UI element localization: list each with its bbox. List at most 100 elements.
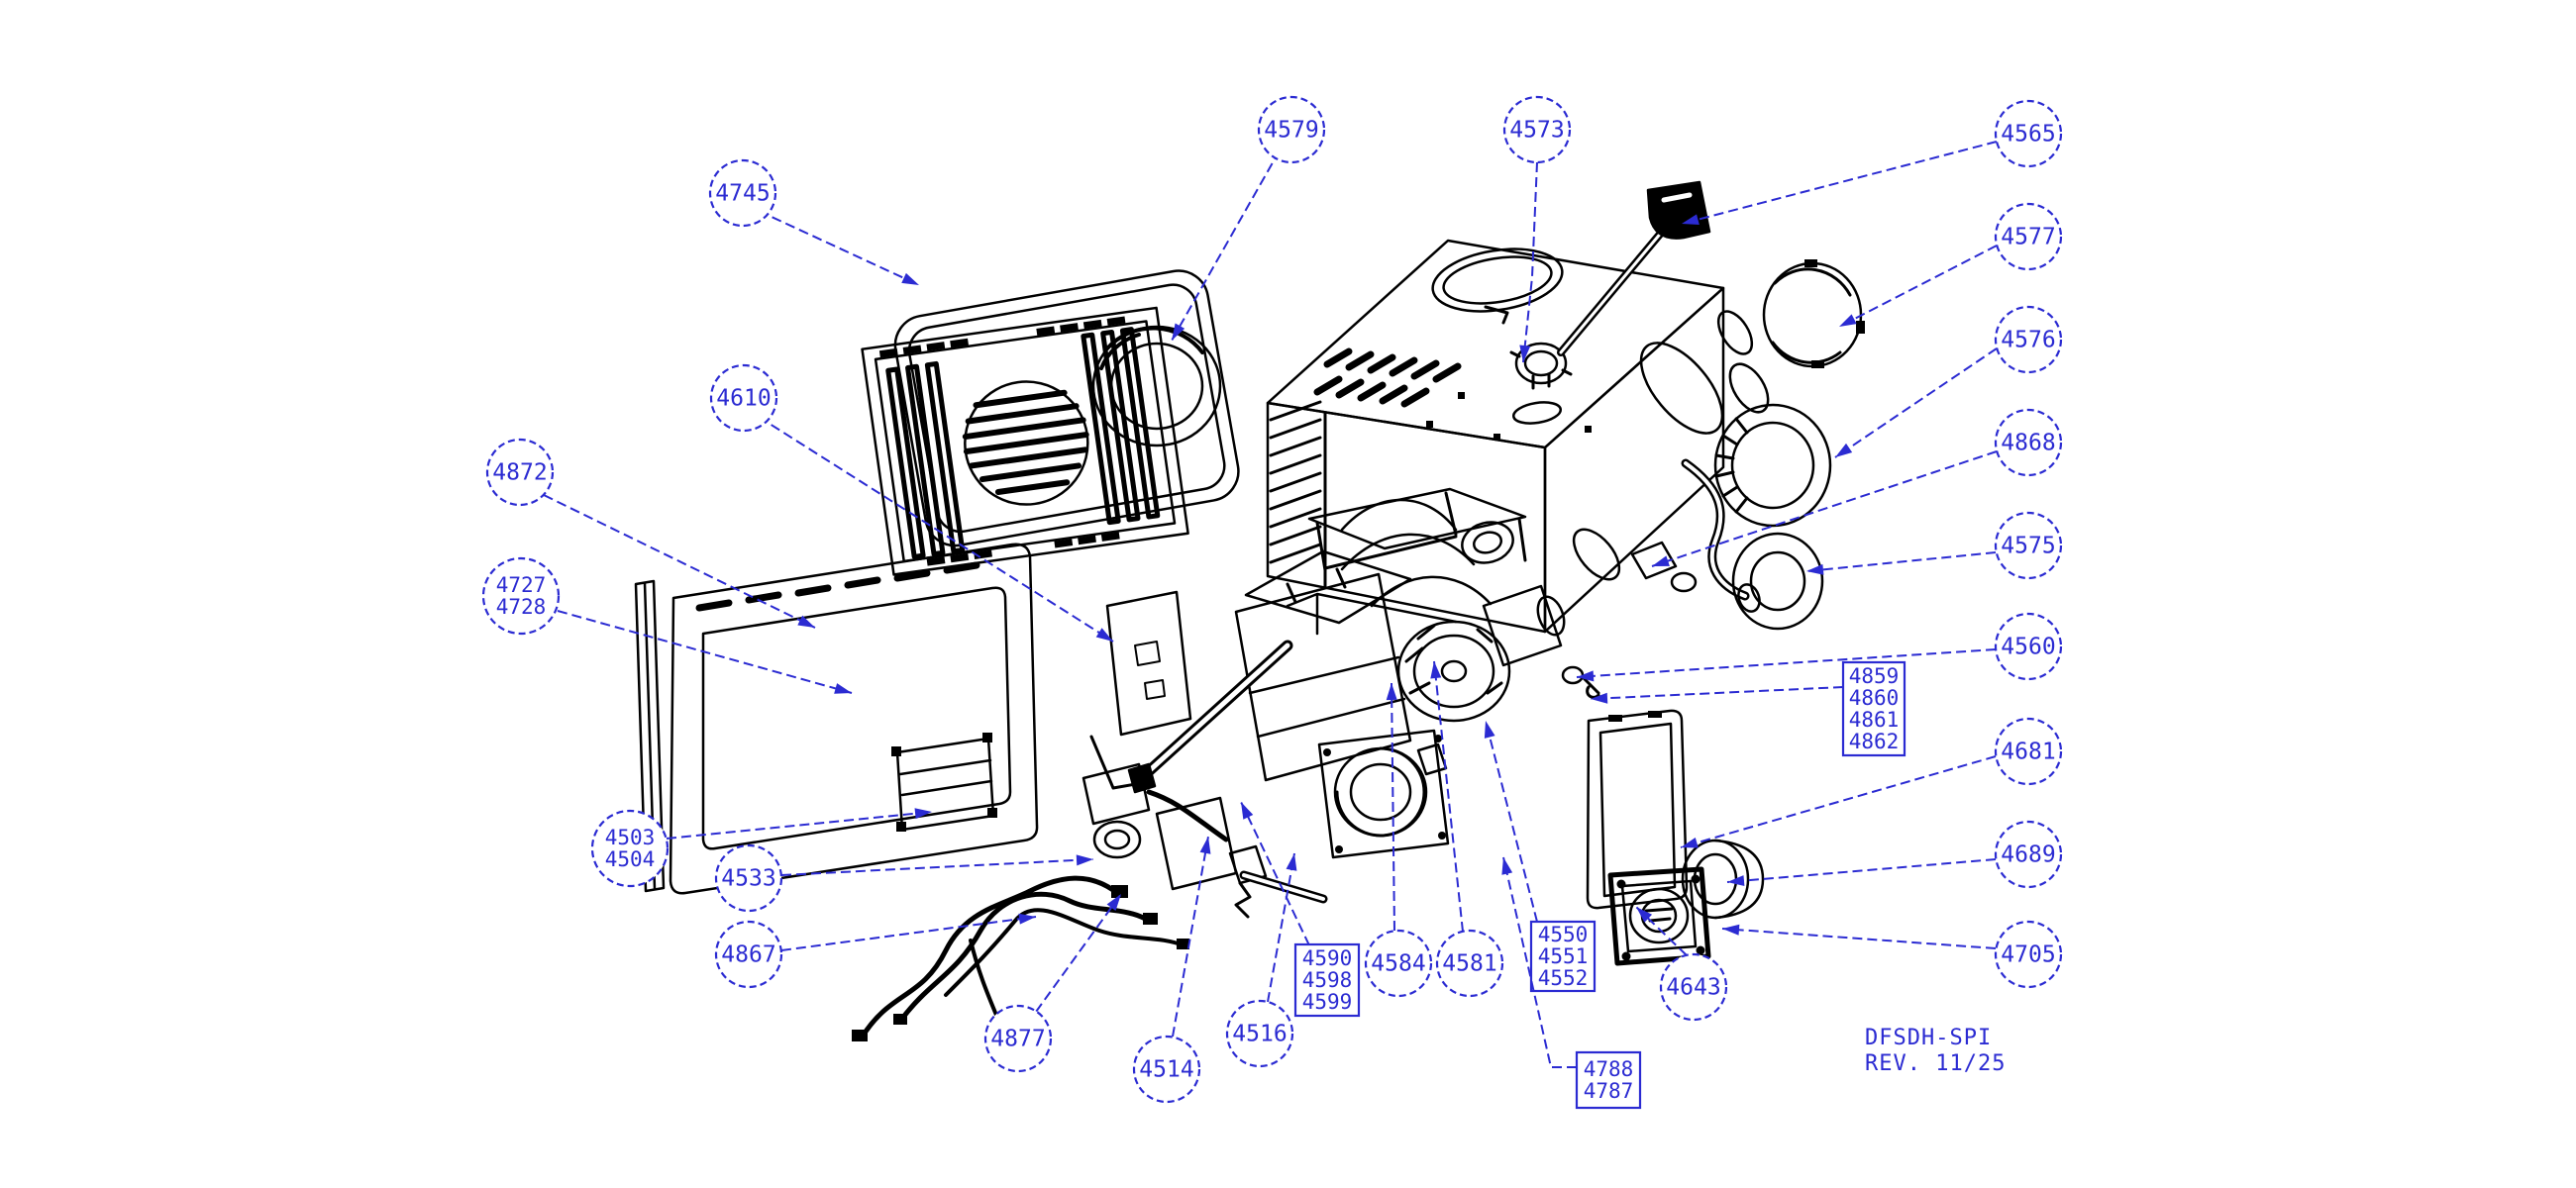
leader-line (1171, 149, 1281, 342)
part-number: 4862 (1849, 730, 1900, 753)
part-balloon (485, 438, 555, 507)
callout-4581: 4581 (1430, 660, 1504, 998)
leader-arrowhead (1106, 894, 1121, 912)
part-number: 4705 (2001, 942, 2055, 968)
part-number: 4861 (1849, 708, 1900, 732)
leader-arrowhead (1286, 853, 1297, 871)
leader-line (1635, 906, 1688, 956)
part-balloon-box (1841, 660, 1906, 757)
leader-arrowhead (1681, 837, 1699, 848)
part-number: 4550 (1538, 923, 1589, 946)
leader-arrowhead (914, 808, 932, 820)
leader-line (780, 916, 1037, 951)
part-balloon (1659, 952, 1728, 1022)
part-balloon (708, 158, 777, 228)
part-number: 4533 (721, 866, 775, 892)
leader-arrowhead (1241, 802, 1254, 820)
part-balloon (1994, 99, 2063, 168)
part-balloon (1994, 820, 2063, 889)
part-number: 4504 (605, 847, 656, 871)
part-balloon (1257, 95, 1326, 164)
part-number: 4581 (1442, 951, 1496, 977)
part-balloon-box (1293, 942, 1361, 1018)
part-number: 4788 (1584, 1057, 1634, 1081)
leader-arrowhead (1076, 854, 1093, 866)
part-balloon (1994, 511, 2063, 580)
part-number: 4643 (1666, 975, 1720, 1001)
leader-arrowhead (1577, 670, 1595, 682)
callout-4576: 4576 (1834, 305, 2063, 458)
part-number: 4590 (1302, 946, 1353, 970)
leader-line (758, 210, 920, 286)
leader-arrowhead (1722, 924, 1740, 936)
leader-line (1502, 856, 1577, 1068)
part-balloon (1225, 999, 1294, 1068)
part-balloon (1994, 305, 2063, 374)
leader-line (543, 494, 816, 629)
door-vent-grille (891, 733, 997, 832)
leader-arrowhead (1095, 628, 1113, 642)
leader-line (1485, 720, 1538, 923)
part-balloon (983, 1004, 1053, 1073)
callout-4872: 4872 (485, 438, 816, 629)
part-number: 4551 (1538, 944, 1589, 968)
part-number: 4573 (1509, 118, 1564, 144)
part-number: 4868 (2001, 431, 2055, 456)
part-number: 4565 (2001, 122, 2055, 148)
part-balloon (709, 363, 778, 433)
combustion-air-door-part (1586, 709, 1689, 910)
leader-line (758, 416, 1114, 643)
part-number: 4745 (715, 181, 770, 207)
leader-arrowhead (1386, 683, 1397, 701)
callout-4533: 4533 (714, 843, 1094, 913)
leader-arrowhead (1501, 857, 1513, 875)
part-number: 4787 (1584, 1079, 1634, 1103)
leader-line (1172, 836, 1209, 1038)
part-balloon (1994, 202, 2063, 271)
callout-4575: 4575 (1805, 511, 2063, 580)
leader-arrowhead (1172, 323, 1185, 341)
callout-4565: 4565 (1681, 99, 2063, 226)
leader-arrowhead (1727, 875, 1745, 887)
leader-line (780, 858, 1094, 876)
leader-arrowhead (1636, 907, 1653, 923)
leader-arrowhead (1199, 837, 1211, 854)
part-number: 4689 (2001, 842, 2055, 868)
callout-4681: 4681 (1680, 717, 2063, 848)
leader-arrowhead (797, 615, 815, 628)
part-number: 4598 (1302, 968, 1353, 992)
leader-line (1035, 893, 1122, 1013)
leader-line (1576, 648, 1997, 678)
leader-arrowhead (834, 683, 852, 694)
leader-arrowhead (1806, 563, 1824, 575)
part-balloon (1502, 95, 1572, 164)
part-balloon (1994, 920, 2063, 989)
callout-4516: 4516 (1225, 852, 1297, 1068)
callout-4868: 4868 (1651, 408, 2063, 567)
leader-line (1680, 755, 1997, 848)
leader-line (1240, 801, 1310, 946)
part-balloon (1994, 717, 2063, 786)
exterior-grille-part (861, 269, 1240, 576)
leader-arrowhead (1682, 214, 1700, 226)
drawing-revision-text: REV. 11/25 (1865, 1051, 2007, 1076)
leader-line (1834, 347, 1998, 458)
leader-line (1681, 141, 1998, 225)
part-number: 4867 (721, 942, 775, 968)
part-number: 4727 (496, 573, 547, 597)
part-number: 4579 (1264, 118, 1318, 144)
callout-4560: 4560 (1576, 612, 2063, 682)
part-number: 4728 (496, 595, 547, 619)
leader-line (557, 610, 853, 694)
leader-arrowhead (1484, 721, 1495, 739)
part-balloon (714, 920, 783, 989)
leader-line (666, 811, 933, 840)
callout-4867: 4867 (714, 913, 1037, 989)
